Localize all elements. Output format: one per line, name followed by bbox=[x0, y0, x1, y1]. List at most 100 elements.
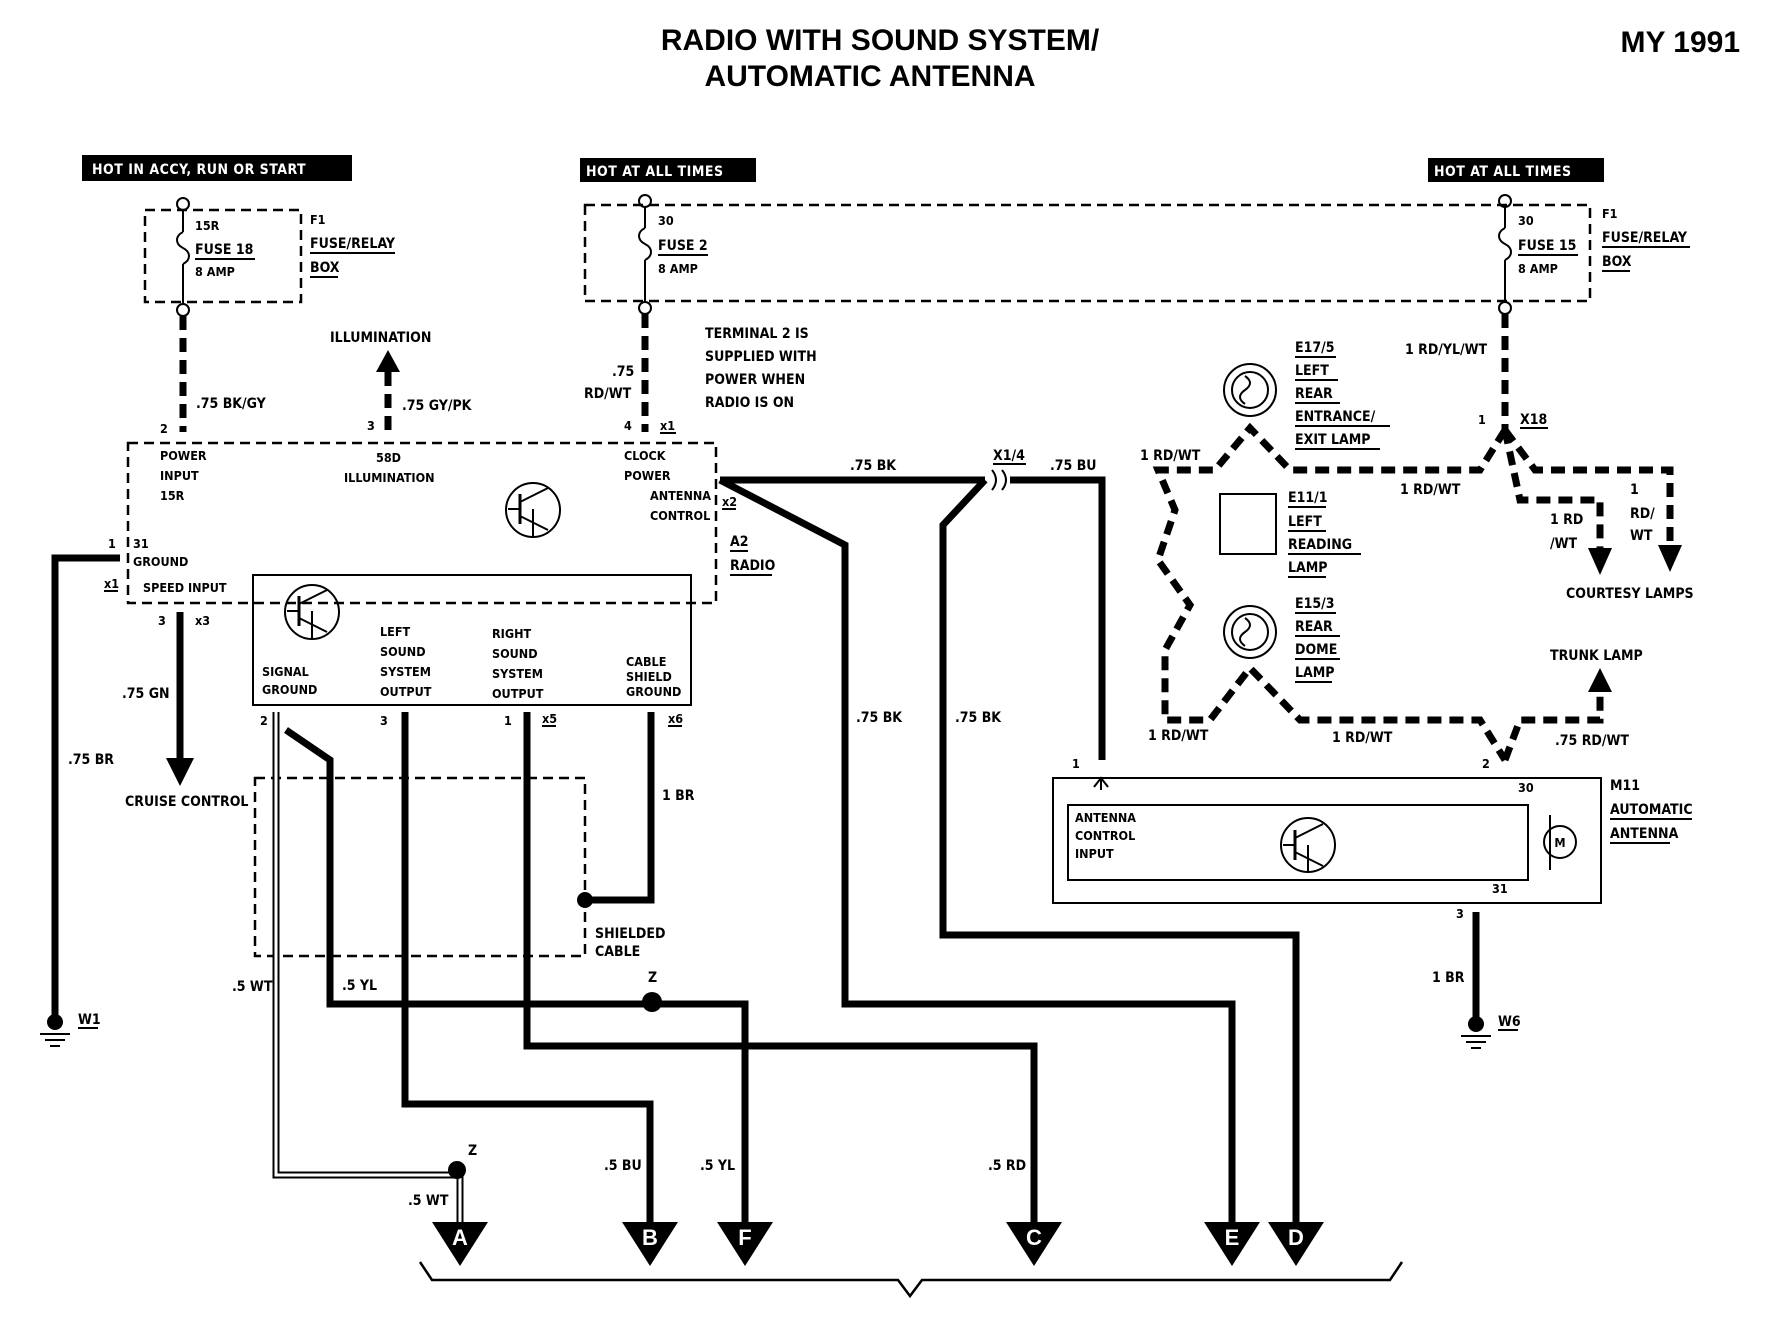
wire-lamp-loop bbox=[1152, 422, 1508, 762]
wire-bk-right-label: .75 BK bbox=[955, 710, 1002, 726]
fuse-box-right-label-3: BOX bbox=[1602, 254, 1632, 270]
wire-br-shield bbox=[585, 712, 655, 904]
radio-transistor-icon bbox=[505, 482, 561, 538]
wire-rd-b: /WT bbox=[1550, 536, 1577, 552]
wire-courtesy-a bbox=[1501, 429, 1604, 548]
connector-e: E bbox=[1204, 1222, 1260, 1266]
wire-wt-b-label: .5 WT bbox=[408, 1193, 449, 1209]
bottom-brace bbox=[418, 1261, 1404, 1299]
wire-rd-wt-1b: 1 RD/WT bbox=[1400, 482, 1461, 498]
pin-s2: 2 bbox=[260, 713, 268, 728]
wire-br-w6-label: 1 BR bbox=[1432, 970, 1465, 986]
pin-m31: 31 bbox=[1492, 881, 1508, 896]
wire-bk-top-label: .75 BK bbox=[850, 458, 897, 474]
pin-2: 2 bbox=[160, 421, 168, 436]
pin-m2: 2 bbox=[1482, 756, 1490, 771]
lamp-e17-5: EXIT LAMP bbox=[1295, 432, 1371, 448]
wire-bk-right bbox=[939, 477, 1300, 1240]
connector-c: C bbox=[1006, 1222, 1062, 1266]
radio-left-out-1: LEFT bbox=[380, 624, 411, 639]
model-year: MY 1991 bbox=[1620, 26, 1740, 59]
radio-power-input-2: INPUT bbox=[160, 468, 199, 483]
wire-rd-wt-1d: 1 RD/WT bbox=[1332, 730, 1393, 746]
ground-w6-label: W6 bbox=[1498, 1014, 1521, 1030]
antenna-inner-box bbox=[1067, 804, 1529, 881]
svg-text:A: A bbox=[452, 1225, 468, 1250]
wire-bu-label: .5 BU bbox=[604, 1158, 642, 1174]
lamp-e17-icon bbox=[1223, 363, 1277, 417]
fuse-18-name: FUSE 18 bbox=[195, 242, 253, 258]
radio-output-section bbox=[252, 574, 692, 706]
svg-text:E: E bbox=[1225, 1225, 1240, 1250]
radio-clock-4: CONTROL bbox=[650, 508, 710, 523]
fuse-15-pin: 30 bbox=[1518, 213, 1534, 228]
trunk-lamp-label: TRUNK LAMP bbox=[1550, 648, 1643, 664]
antenna-id-2: AUTOMATIC bbox=[1610, 802, 1693, 818]
pin-4: 4 bbox=[624, 418, 632, 433]
wire-br-shield-label: 1 BR bbox=[662, 788, 695, 804]
header-tag-all-times-1 bbox=[580, 158, 756, 182]
antenna-transistor-icon bbox=[1280, 817, 1336, 873]
radio-clock-1: CLOCK bbox=[624, 448, 667, 463]
wire-br-w1-label: .75 BR bbox=[68, 752, 114, 768]
pin-m30: 30 bbox=[1518, 780, 1534, 795]
wire-rd-yl-wt-label: 1 RD/YL/WT bbox=[1405, 342, 1488, 358]
pin-1-ground: 1 bbox=[108, 536, 116, 551]
lamp-e15-3: DOME bbox=[1295, 642, 1337, 658]
fuse-box-right bbox=[583, 203, 1592, 303]
ground-w1-label: W1 bbox=[78, 1012, 101, 1028]
radio-cable-shield-1: CABLE bbox=[626, 654, 666, 669]
wire-rd-c: 1 bbox=[1630, 482, 1639, 498]
wire-wt-signal-ground bbox=[274, 712, 462, 1225]
lamp-e15-icon bbox=[1223, 605, 1277, 659]
courtesy-lamps-label: COURTESY LAMPS bbox=[1566, 586, 1694, 602]
radio-id-1: A2 bbox=[730, 534, 749, 550]
wire-x1-4-label: X1/4 bbox=[993, 448, 1025, 464]
radio-output-transistor-icon bbox=[284, 584, 340, 640]
radio-ground-2: GROUND bbox=[133, 554, 188, 569]
svg-text:M: M bbox=[1554, 835, 1565, 850]
fuse-18-rating: 8 AMP bbox=[195, 264, 235, 279]
pin-x5: x5 bbox=[542, 711, 557, 726]
wire-bu-top-label: .75 BU bbox=[1050, 458, 1097, 474]
svg-text:B: B bbox=[642, 1225, 658, 1250]
radio-signal-ground-2: GROUND bbox=[262, 682, 317, 697]
header-tag-all-times-2 bbox=[1428, 158, 1604, 182]
radio-signal-ground-1: SIGNAL bbox=[262, 664, 309, 679]
fuse-2-rating: 8 AMP bbox=[658, 261, 698, 276]
header-hot-all-times-1: HOT AT ALL TIMES bbox=[586, 164, 724, 180]
lamp-e17-3: REAR bbox=[1295, 386, 1333, 402]
wire-rd-wt-1a: 1 RD/WT bbox=[1140, 448, 1201, 464]
wire-yl bbox=[284, 727, 749, 1240]
connector-f: F bbox=[717, 1222, 773, 1266]
antenna-module-box bbox=[1052, 777, 1602, 904]
motor-icon: M bbox=[1543, 815, 1577, 870]
fuse-15-name: FUSE 15 bbox=[1518, 238, 1576, 254]
pin-3: 3 bbox=[367, 418, 375, 433]
wire-rd-e: WT bbox=[1630, 528, 1653, 544]
shielded-cable-box bbox=[253, 776, 587, 958]
connector-b: B bbox=[622, 1222, 678, 1266]
fuse-2-name: FUSE 2 bbox=[658, 238, 708, 254]
shielded-label-1: SHIELDED bbox=[595, 926, 665, 942]
wire-bu-top bbox=[1010, 476, 1106, 760]
lamp-e11-3: READING bbox=[1288, 537, 1352, 553]
pin-x3: x3 bbox=[195, 613, 210, 628]
lamp-e17-4: ENTRANCE/ bbox=[1295, 409, 1376, 425]
shielded-label-2: CABLE bbox=[595, 944, 640, 960]
wire-rd-wt-75c: .75 RD/WT bbox=[1555, 733, 1629, 749]
fuse-box-left bbox=[143, 208, 303, 304]
fuse-18 bbox=[176, 197, 190, 317]
terminal-note-4: RADIO IS ON bbox=[705, 395, 794, 411]
radio-clock-3: ANTENNA bbox=[650, 488, 711, 503]
lamp-e15-2: REAR bbox=[1295, 619, 1333, 635]
fuse-18-pin: 15R bbox=[195, 218, 220, 233]
splice-z-upper: Z bbox=[648, 970, 657, 986]
connector-d: D bbox=[1268, 1222, 1324, 1266]
svg-text:D: D bbox=[1288, 1225, 1304, 1250]
wire-trunk bbox=[1501, 688, 1604, 762]
wire-rd-wt-label-b: RD/WT bbox=[584, 386, 632, 402]
wire-gy-pk-label: .75 GY/PK bbox=[402, 398, 473, 414]
radio-clock-2: POWER bbox=[624, 468, 671, 483]
